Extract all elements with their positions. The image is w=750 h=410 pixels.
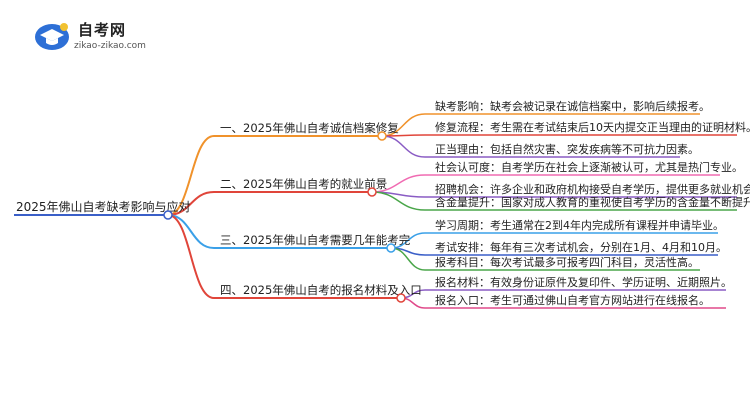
- leaf-topic: 含金量提升：国家对成人教育的重视使自考学历的含金量不断提升。: [435, 195, 750, 209]
- branch-connector: [167, 135, 215, 216]
- branch-topic: 二、2025年佛山自考的就业前景: [220, 177, 387, 191]
- leaf-topic: 考试安排：每年有三次考试机会，分别在1月、4月和10月。: [435, 240, 727, 254]
- leaf-topic: 招聘机会：许多企业和政府机构接受自考学历，提供更多就业机会。: [435, 182, 750, 196]
- logo-url: zikao-zikao.com: [74, 41, 146, 51]
- branch-topic: 四、2025年佛山自考的报名材料及入口: [220, 283, 422, 297]
- branch-node-dot: [396, 293, 406, 303]
- logo-name: 自考网: [78, 21, 127, 39]
- leaf-topic: 报名入口：考生可通过佛山自考官方网站进行在线报名。: [435, 293, 710, 307]
- branch-topic: 一、2025年佛山自考诚信档案修复: [220, 121, 399, 135]
- leaf-connector: [371, 191, 426, 211]
- graduation-cap-icon: [35, 23, 69, 50]
- branch-connector: [167, 214, 215, 299]
- branch-node-dot: [386, 243, 396, 253]
- site-logo[interactable]: 自考网 zikao-zikao.com: [34, 15, 194, 55]
- leaf-topic: 正当理由：包括自然灾害、突发疾病等不可抗力因素。: [435, 142, 699, 156]
- leaf-topic: 社会认可度：自考学历在社会上逐渐被认可，尤其是热门专业。: [435, 160, 743, 174]
- branch-topic: 三、2025年佛山自考需要几年能考完: [220, 233, 410, 247]
- leaf-topic: 修复流程：考生需在考试结束后10天内提交正当理由的证明材料。: [435, 120, 750, 134]
- leaf-topic: 报考科目：每次考试最多可报考四门科目，灵活性高。: [435, 255, 699, 269]
- leaf-topic: 缺考影响：缺考会被记录在诚信档案中，影响后续报考。: [435, 99, 710, 113]
- branch-connector: [167, 191, 215, 216]
- root-topic: 2025年佛山自考缺考影响与应对: [16, 199, 191, 214]
- leaf-connector: [381, 135, 426, 158]
- branch-node-dot: [367, 187, 377, 197]
- branch-node-dot: [377, 131, 387, 141]
- root-node-dot: [163, 210, 173, 220]
- leaf-topic: 报名材料：有效身份证原件及复印件、学历证明、近期照片。: [435, 275, 732, 289]
- leaf-topic: 学习周期：考生通常在2到4年内完成所有课程并申请毕业。: [435, 218, 724, 232]
- branch-connector: [167, 214, 215, 249]
